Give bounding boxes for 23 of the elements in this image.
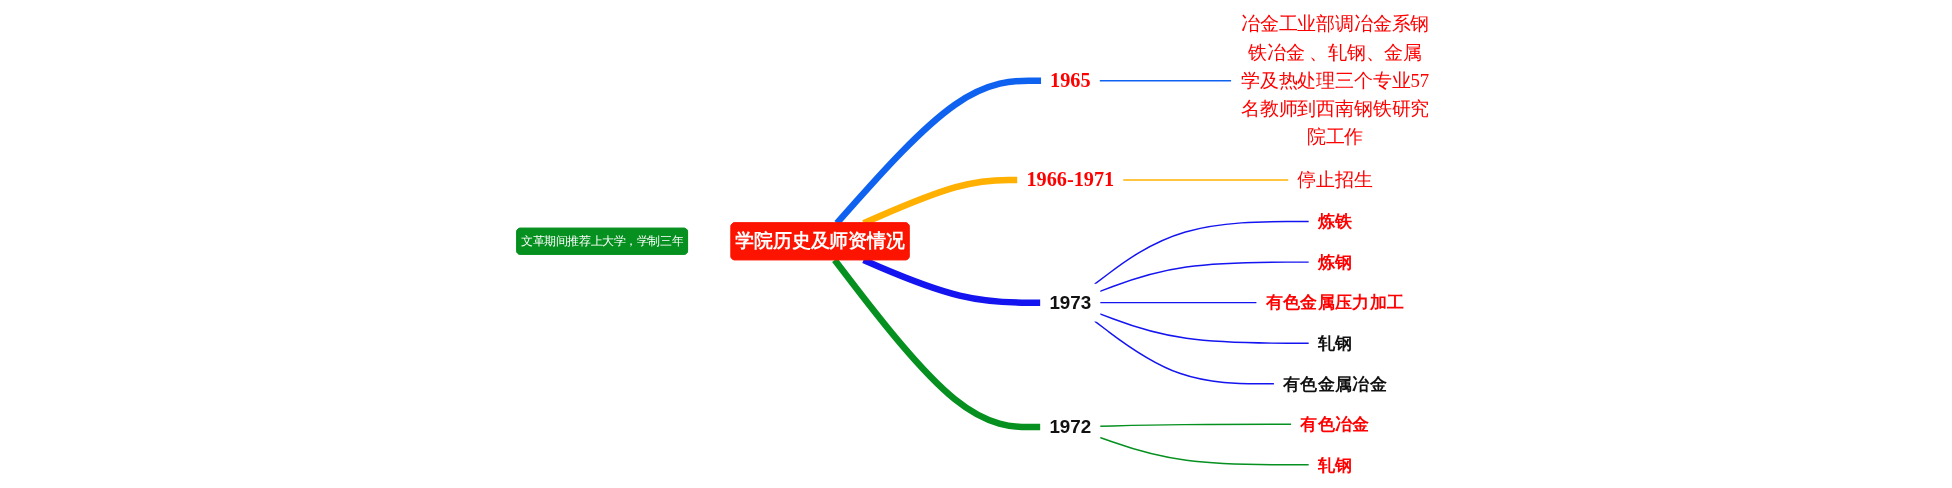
connector	[1122, 179, 1290, 181]
connector	[1098, 80, 1233, 82]
connector	[831, 258, 1041, 431]
node-text: 1973	[1049, 291, 1092, 314]
node-text: 炼铁	[1317, 212, 1353, 231]
node-text: 轧钢	[1317, 333, 1353, 353]
node-text: 停止招生	[1297, 169, 1373, 191]
connector	[1099, 301, 1258, 304]
connector	[1093, 320, 1275, 385]
node-text: 炼钢	[1317, 252, 1353, 272]
connector	[1099, 313, 1310, 344]
node-text: 有色冶金	[1300, 414, 1370, 434]
node-text: 1972	[1049, 415, 1092, 438]
node-text: 有色金属压力加工	[1265, 293, 1405, 313]
node-text: 1965	[1049, 69, 1091, 92]
node-text: 1966-1971	[1026, 168, 1115, 191]
node-text: 有色金属冶金	[1282, 374, 1387, 394]
connector	[1093, 220, 1310, 285]
node-text: 冶金工业部调冶金系钢铁冶金 、轧钢、金属学及热处理三个专业57名教师到西南钢铁研究院工作	[1240, 13, 1429, 148]
connector	[1099, 261, 1310, 293]
connector	[1099, 436, 1310, 466]
node-text: 轧钢	[1317, 455, 1353, 475]
connector	[1099, 423, 1293, 427]
